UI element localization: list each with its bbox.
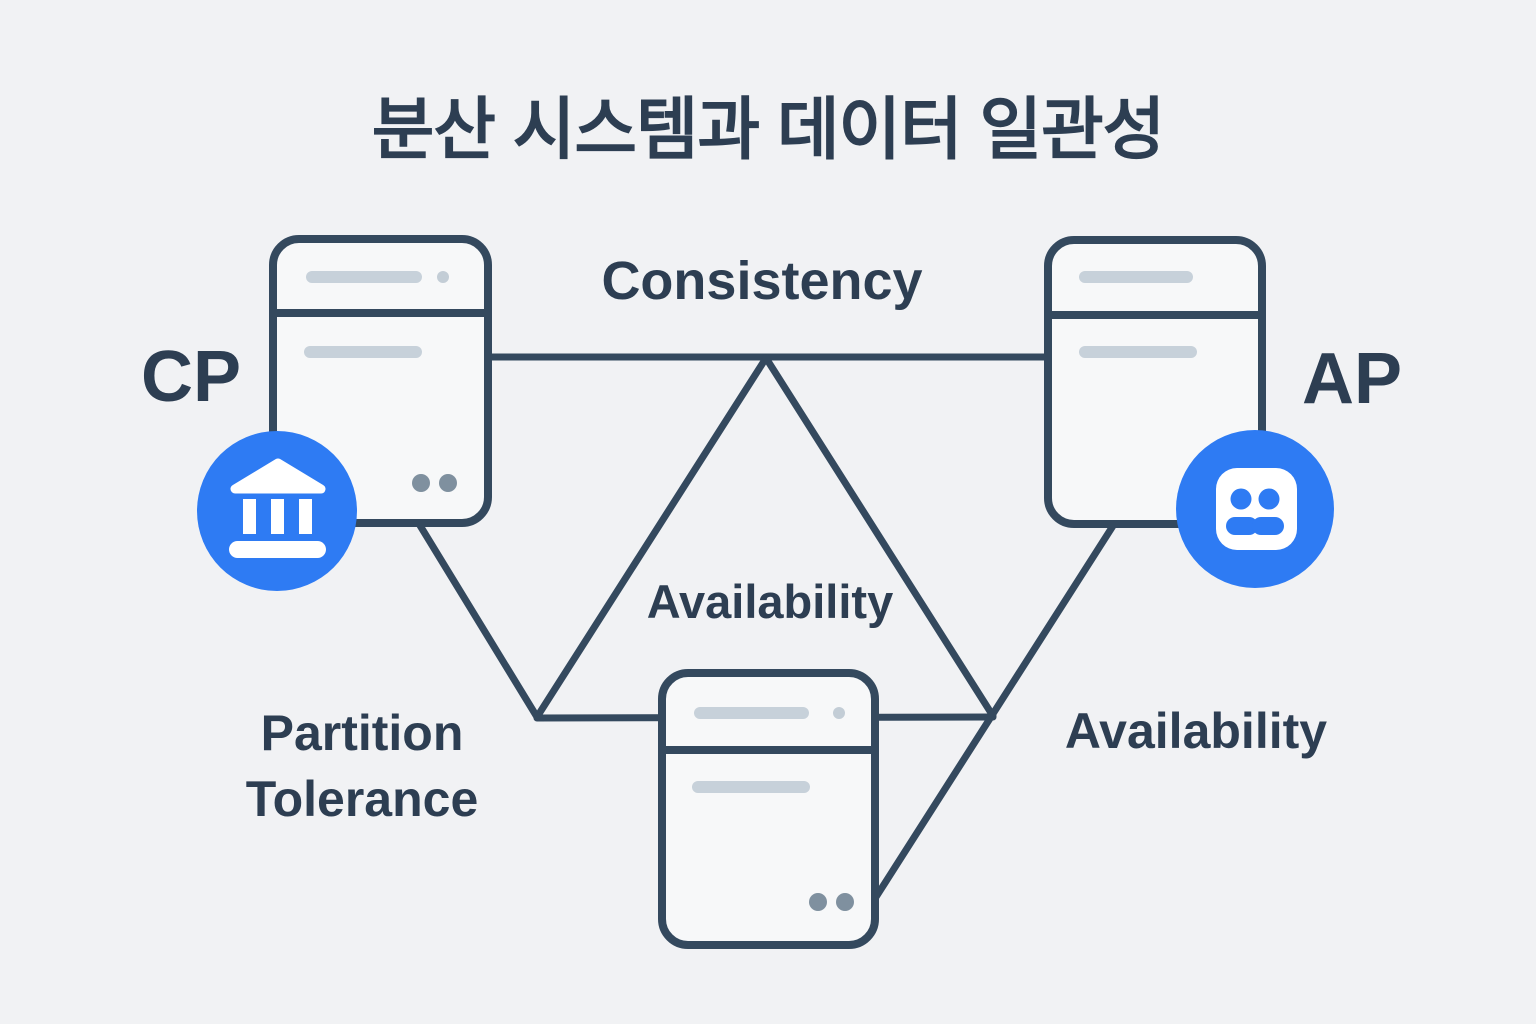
ap-label: AP bbox=[1301, 339, 1403, 419]
server-header-bar bbox=[694, 707, 809, 719]
page-title: 분산 시스템과 데이터 일관성 bbox=[371, 92, 1165, 168]
bottom-server-card bbox=[658, 669, 879, 949]
users-card bbox=[1216, 468, 1297, 550]
server-header-dot bbox=[437, 271, 449, 283]
partition-tolerance-label: Partition Tolerance bbox=[162, 700, 562, 832]
server-led-dot bbox=[809, 893, 827, 911]
partition-tolerance-line2: Tolerance bbox=[245, 771, 479, 827]
partition-tolerance-line1: Partition bbox=[260, 705, 464, 761]
user-shoulder bbox=[1252, 517, 1284, 535]
user-head bbox=[1258, 488, 1280, 510]
bank-column bbox=[271, 499, 284, 534]
consistency-label: Consistency bbox=[601, 251, 923, 311]
server-header-bar bbox=[306, 271, 422, 283]
triangle-right-side bbox=[762, 354, 997, 720]
bank-column bbox=[299, 499, 312, 534]
availability-right-label: Availability bbox=[1064, 703, 1328, 759]
cp-to-bottom-edge bbox=[409, 510, 541, 721]
user-shoulder bbox=[1226, 517, 1258, 535]
users-icon bbox=[1176, 430, 1334, 588]
availability-center-label: Availability bbox=[646, 575, 894, 628]
triangle-left-side bbox=[533, 354, 770, 721]
server-led-dot bbox=[836, 893, 854, 911]
server-content-bar bbox=[692, 781, 810, 793]
bank-roof bbox=[230, 458, 326, 494]
cp-label: CP bbox=[140, 337, 242, 417]
edges bbox=[409, 353, 1122, 901]
bank-icon bbox=[197, 431, 357, 591]
bank-column bbox=[243, 499, 256, 534]
server-body bbox=[658, 669, 879, 949]
server-led-dot bbox=[412, 474, 430, 492]
bank-base bbox=[229, 541, 326, 558]
ap-to-bottom-edge bbox=[872, 514, 1122, 901]
server-content-bar bbox=[304, 346, 422, 358]
server-header-dot bbox=[833, 707, 845, 719]
server-content-bar bbox=[1079, 346, 1197, 358]
user-head bbox=[1230, 488, 1252, 510]
server-header-bar bbox=[1079, 271, 1193, 283]
server-led-dot bbox=[439, 474, 457, 492]
